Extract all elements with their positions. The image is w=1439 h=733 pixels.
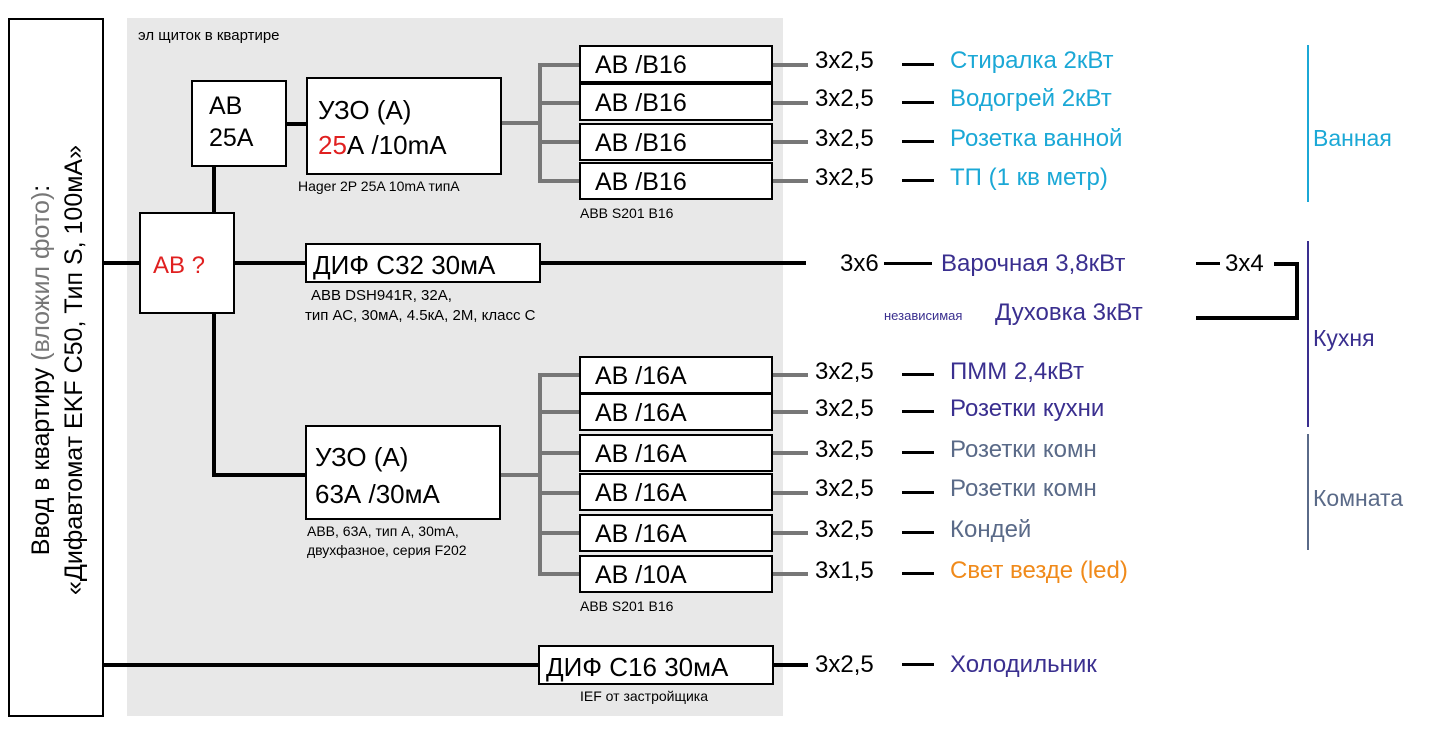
group2-note: ABB S201 B16 [580,598,674,614]
apartment-input-box: Ввод в квартиру (вложил фото): «Дифавтом… [8,18,104,717]
rcd-63a-box: УЗО (А)63А /30мА [305,425,501,520]
dif-c32-note1: ABB DSH941R, 32A, [311,287,452,304]
breaker-box: АВ /16А [579,473,773,511]
load-label: Свет везде (led) [950,557,1128,584]
cable-size: 3x2,5 [815,358,874,385]
oven-prefix: независимая [884,308,963,323]
main-breaker-box: АВ ? [139,212,235,314]
load-label: ТП (1 кв метр) [950,164,1108,191]
rcd-25a-note: Hager 2P 25A 10mA типА [298,178,460,194]
rcd-63a-label: УЗО (А)63А /30мА [315,442,440,509]
load-cooktop: Варочная 3,8кВт [941,250,1126,277]
kitchen-bracket [1307,241,1309,427]
breaker-box: АВ /16А [579,393,773,431]
load-label: Розетки кухни [950,395,1105,422]
bath-bracket [1307,45,1309,202]
rcd-63a-note2: двухфазное, серия F202 [307,542,467,558]
breaker-box: АВ /В16 [579,45,773,83]
breaker-label: АВ /16А [595,440,687,468]
room-kitchen: Кухня [1313,325,1375,351]
breaker-box: АВ /В16 [579,83,773,121]
breaker-label: АВ /16А [595,520,687,548]
room-bath: Ванная [1313,125,1392,151]
load-fridge: Холодильник [950,651,1097,678]
rcd-25a-box: УЗО (А) 25А /10mA [306,77,502,175]
breaker-box: АВ /В16 [579,162,773,200]
apartment-input-label: Ввод в квартиру (вложил фото): «Дифавтом… [27,145,88,595]
dif-c32-box: ДИФ С32 30мА [305,243,541,283]
load-oven: Духовка 3кВт [995,299,1143,326]
rcd-25a-label: УЗО (А) 25А /10mA [318,95,447,160]
breaker-box: АВ /10А [579,555,773,593]
cable-oven-branch: 3x4 [1225,250,1264,277]
cable-size: 3x2,5 [815,125,874,152]
cable-size: 3x2,5 [815,475,874,502]
cable-fridge: 3x2,5 [815,651,874,678]
load-label: Кондей [950,516,1032,543]
load-label: ПММ 2,4кВт [950,358,1084,385]
load-label: Розетки комн [950,436,1097,463]
breaker-label: АВ /16А [595,362,687,390]
breaker-label: АВ /10А [595,561,687,589]
panel-label: эл щиток в квартире [138,27,280,44]
dif-c16-box: ДИФ С16 30мА [538,645,774,685]
breaker-box: АВ /В16 [579,123,773,161]
cable-size: 3x2,5 [815,395,874,422]
cable-size: 3x1,5 [815,557,874,584]
room-room: Комната [1313,485,1404,511]
cable-size: 3x2,5 [815,85,874,112]
breaker-box: АВ /16А [579,514,773,552]
dif-c32-label: ДИФ С32 30мА [313,250,496,280]
dif-c16-note: IEF от застройщика [580,688,709,704]
load-label: Розетка ванной [950,125,1123,152]
main-breaker-label: АВ ? [153,252,206,279]
breaker-box: АВ /16А [579,434,773,472]
dif-c16-label: ДИФ С16 30мА [546,652,729,682]
cable-size: 3x2,5 [815,47,874,74]
group1-note: ABB S201 B16 [580,205,674,221]
load-label: Водогрей 2кВт [950,85,1112,112]
breaker-label: АВ /16А [595,399,687,427]
cable-size: 3x2,5 [815,436,874,463]
breaker-label: АВ /В16 [595,89,687,117]
breaker-box: АВ /16А [579,356,773,394]
breaker-label: АВ /16А [595,479,687,507]
cable-cooktop: 3x6 [840,250,879,277]
breaker-label: АВ /В16 [595,51,687,79]
cable-size: 3x2,5 [815,516,874,543]
breaker-label: АВ /В16 [595,129,687,157]
room-bracket [1307,434,1309,550]
cable-size: 3x2,5 [815,164,874,191]
dif-c32-note2: тип АС, 30мА, 4.5кА, 2М, класс С [305,307,536,324]
load-label: Розетки комн [950,475,1097,502]
rcd-63a-note1: ABB, 63A, тип А, 30mA, [307,523,459,539]
breaker-label: АВ /В16 [595,168,687,196]
load-label: Стиралка 2кВт [950,47,1114,74]
